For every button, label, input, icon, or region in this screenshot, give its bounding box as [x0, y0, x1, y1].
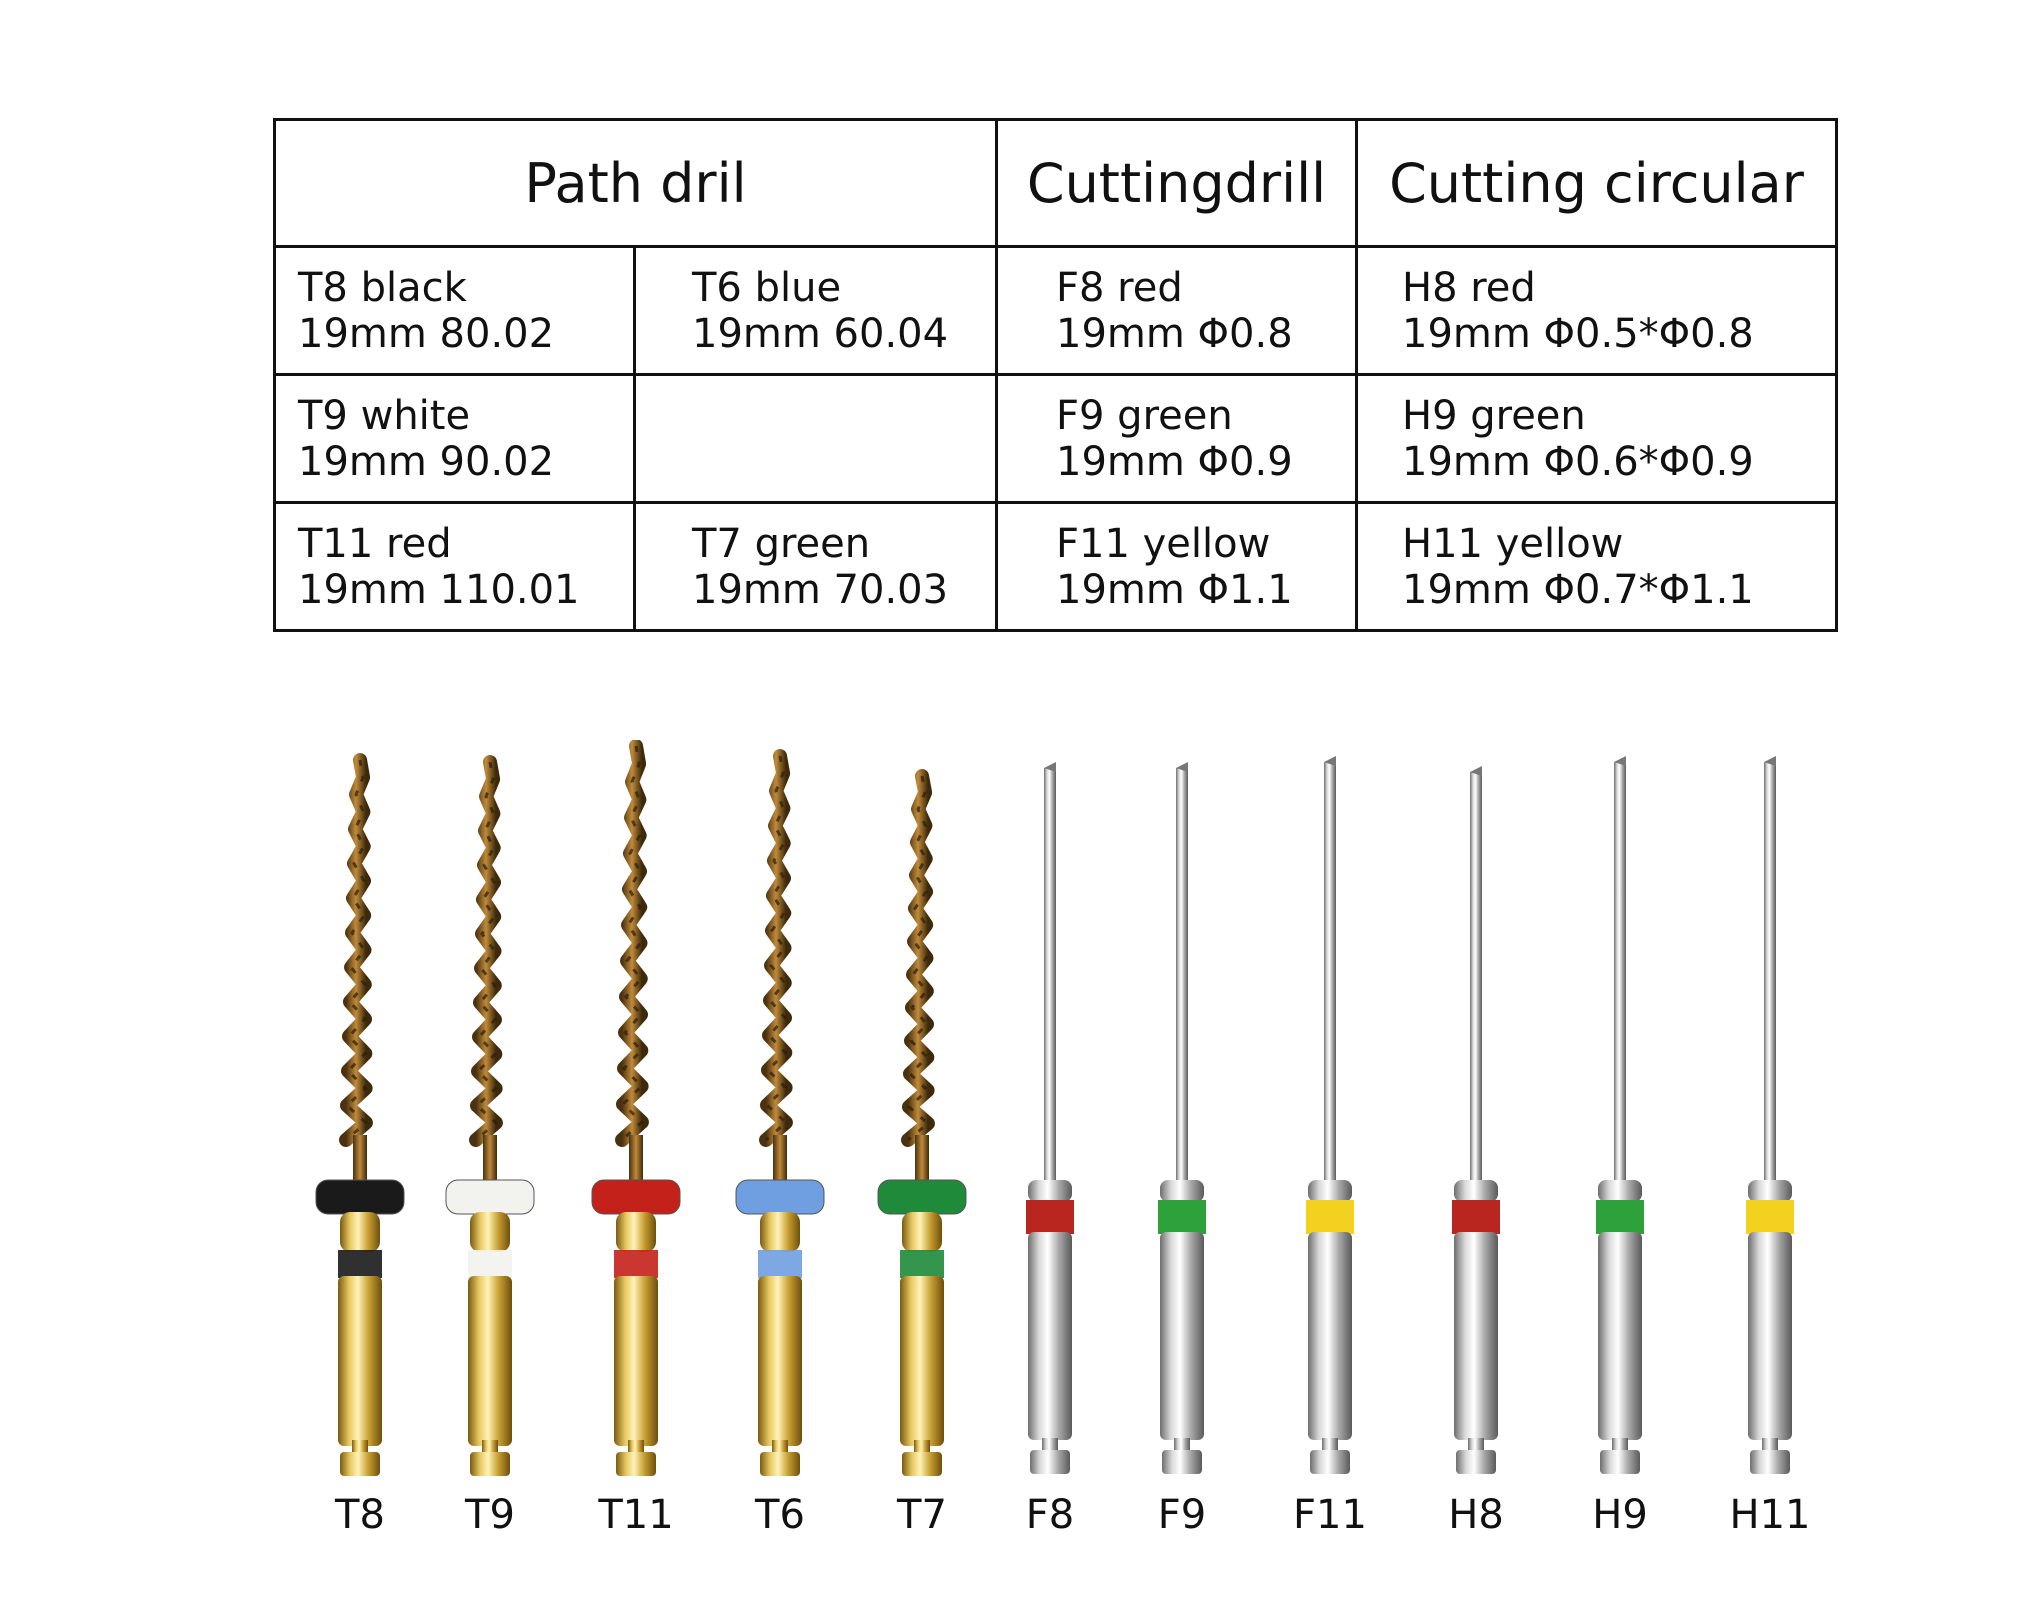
instrument-image	[445, 755, 535, 1476]
cell-name: T8 black	[298, 264, 467, 311]
cell-name: H9 green	[1402, 392, 1586, 439]
cell-spec: 19mm Φ0.9	[1056, 438, 1293, 485]
instrument-row: T8 T9 T11 T6 T7 F8 F9	[0, 740, 2024, 1610]
instrument-f8	[980, 740, 1120, 1520]
instrument-label: H8	[1448, 1492, 1504, 1538]
cell-spec: 19mm Φ1.1	[1056, 566, 1293, 613]
instrument-t11	[566, 740, 706, 1520]
cell-name: F11 yellow	[1056, 520, 1271, 567]
cell-spec: 19mm 70.03	[692, 566, 949, 613]
instrument-image	[1026, 762, 1074, 1474]
instrument-label: F9	[1157, 1492, 1207, 1538]
header-path-dril: Path dril	[273, 118, 998, 248]
instrument-label: T8	[335, 1492, 385, 1538]
instrument-h9	[1550, 740, 1690, 1520]
instrument-image	[877, 769, 967, 1476]
instrument-t6	[710, 740, 850, 1520]
cell-spec: 19mm Φ0.6*Φ0.9	[1402, 438, 1754, 485]
cell-spec: 19mm 90.02	[298, 438, 555, 485]
cell-spec: 19mm Φ0.8	[1056, 310, 1293, 357]
cell-spec: 19mm 80.02	[298, 310, 555, 357]
instrument-image	[591, 740, 681, 1476]
cell-name: F9 green	[1056, 392, 1233, 439]
cell-spec: 19mm 60.04	[692, 310, 949, 357]
instrument-label: H9	[1592, 1492, 1648, 1538]
instrument-label: T7	[897, 1492, 947, 1538]
cell-name: H8 red	[1402, 264, 1536, 311]
cell-name: F8 red	[1056, 264, 1183, 311]
instrument-image	[1746, 756, 1794, 1474]
instrument-label: F11	[1293, 1492, 1367, 1538]
instrument-t7	[852, 740, 992, 1520]
cell-name: T11 red	[298, 520, 452, 567]
instrument-label: F8	[1025, 1492, 1075, 1538]
cell-name: H11 yellow	[1402, 520, 1624, 567]
instrument-image	[735, 749, 825, 1476]
instrument-h8	[1406, 740, 1546, 1520]
instrument-label: H11	[1729, 1492, 1811, 1538]
instrument-image	[1452, 766, 1500, 1474]
instrument-t8	[290, 740, 430, 1520]
instrument-f11	[1260, 740, 1400, 1520]
table-header-row: Path dril Cuttingdrill Cutting circular	[273, 118, 1838, 248]
instrument-f9	[1112, 740, 1252, 1520]
cell-spec: 19mm Φ0.5*Φ0.8	[1402, 310, 1754, 357]
spec-table: Path dril Cuttingdrill Cutting circular …	[273, 118, 1838, 632]
cell-name: T6 blue	[692, 264, 842, 311]
instrument-label: T11	[598, 1492, 674, 1538]
instrument-image	[1158, 762, 1206, 1474]
instrument-label: T9	[465, 1492, 515, 1538]
cell-name: T7 green	[692, 520, 871, 567]
cell-spec: 19mm 110.01	[298, 566, 580, 613]
cell-spec: 19mm Φ0.7*Φ1.1	[1402, 566, 1754, 613]
instrument-image	[315, 753, 405, 1476]
instrument-t9	[420, 740, 560, 1520]
cell-name: T9 white	[298, 392, 471, 439]
instrument-label: T6	[755, 1492, 805, 1538]
instrument-image	[1596, 756, 1644, 1474]
table-cell-empty	[633, 373, 998, 504]
header-cuttingdrill: Cuttingdrill	[995, 118, 1358, 248]
header-cutting-circular: Cutting circular	[1355, 118, 1838, 248]
instrument-image	[1306, 756, 1354, 1474]
instrument-h11	[1700, 740, 1840, 1520]
